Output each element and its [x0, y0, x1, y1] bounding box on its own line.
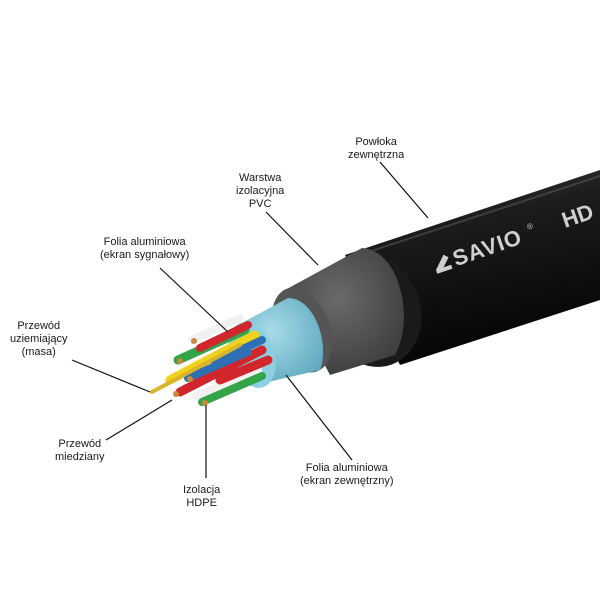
copper-core [187, 376, 193, 382]
label-hdpe-insulation: Izolacja HDPE [183, 484, 221, 509]
leader-lines [71, 161, 429, 478]
label-outer-foil: Folia aluminiowa (ekran zewnętrzny) [300, 462, 394, 487]
wire-bundle [150, 314, 273, 406]
leader-ground [71, 359, 151, 393]
leader-outer-foil [285, 374, 353, 461]
copper-core [202, 400, 208, 406]
savio-logo-icon [436, 254, 453, 274]
label-signal-foil: Folia aluminiowa (ekran sygnałowy) [100, 236, 190, 261]
wire-blue-2 [211, 336, 266, 366]
label-ground-wire: Przewód uziemiający (masa) [10, 320, 68, 358]
wire-red-3 [215, 355, 273, 385]
ground-wire [150, 343, 242, 394]
copper-core [191, 338, 197, 344]
copper-core [177, 358, 183, 364]
wire-red-2 [196, 321, 252, 352]
leader-outer-jacket [379, 161, 429, 219]
label-pvc-insulation: Warstwa izolacyjna PVC [236, 172, 285, 210]
label-copper-wire: Przewód miedziany [55, 438, 105, 463]
wire-red [175, 345, 267, 397]
registered-mark: ® [526, 221, 535, 231]
leader-copper [105, 399, 173, 441]
leader-signal-foil [159, 267, 229, 333]
wire-green-2 [198, 372, 266, 406]
label-outer-jacket: Powłoka zewnętrzna [348, 136, 405, 161]
wire-white-2 [192, 366, 262, 400]
copper-core [173, 391, 179, 397]
leader-pvc [265, 211, 319, 266]
wire-white [188, 314, 244, 344]
